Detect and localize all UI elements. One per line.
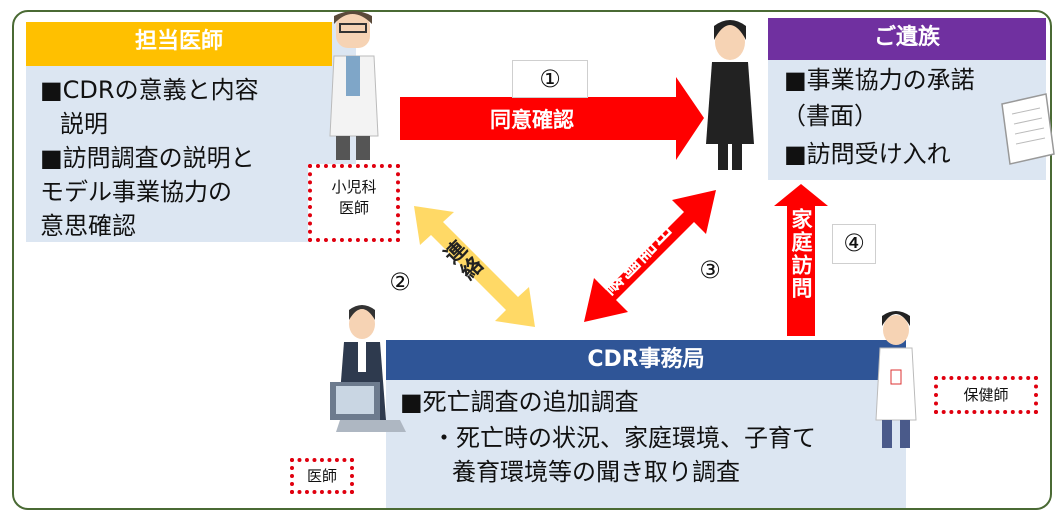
pediatrician-tag: 小児科 医師 (308, 164, 400, 242)
family-box-title: ご遺族 (873, 25, 940, 50)
consent-arrow (400, 77, 704, 160)
nurse-tag: 保健師 (934, 376, 1038, 414)
doctor-line-5: 意思確認 (40, 212, 136, 240)
nurse-illustration (875, 311, 917, 448)
schedule-arrow (584, 190, 716, 322)
office-box-header: CDR事務局 (386, 340, 906, 380)
step-number-4: ④ (832, 224, 876, 264)
consent-arrow-label: 同意確認 (490, 108, 574, 132)
doctor-illustration (329, 11, 379, 160)
family-box-header: ご遺族 (768, 18, 1046, 60)
doctor-line-1: ■CDRの意義と内容 (40, 76, 259, 104)
doctor-box-title: 担当医師 (134, 29, 223, 54)
office-doctor-illustration (330, 305, 406, 432)
family-line-3: ■訪問受け入れ (784, 140, 951, 168)
step-number-3: ③ (699, 256, 721, 284)
pediatrician-tag-line-2: 医師 (338, 199, 369, 217)
family-line-1: ■事業協力の承諾 (784, 66, 975, 94)
step-number-1: ① (512, 60, 588, 98)
home-visit-arrow (774, 184, 828, 336)
doctor-line-4: モデル事業協力の (40, 178, 232, 206)
contact-arrow (414, 206, 535, 327)
office-line-3: 養育環境等の聞き取り調査 (452, 458, 740, 486)
doctor-line-2: 説明 (60, 110, 108, 138)
office-line-1: ■死亡調査の追加調査 (400, 388, 639, 416)
doctor-line-3: ■訪問調査の説明と (40, 144, 255, 172)
office-line-2: ・死亡時の状況、家庭環境、子育て (432, 424, 816, 452)
home-visit-arrow-label: 家庭訪問 (789, 208, 813, 300)
office-box-title: CDR事務局 (587, 347, 705, 372)
physician-tag: 医師 (290, 458, 354, 494)
document-illustration (1001, 93, 1055, 165)
family-illustration (706, 20, 754, 170)
pediatrician-tag-line-1: 小児科 (331, 178, 377, 196)
doctor-box-header: 担当医師 (26, 22, 332, 66)
step-number-2: ② (389, 268, 411, 296)
family-line-2: （書面） (782, 102, 878, 130)
